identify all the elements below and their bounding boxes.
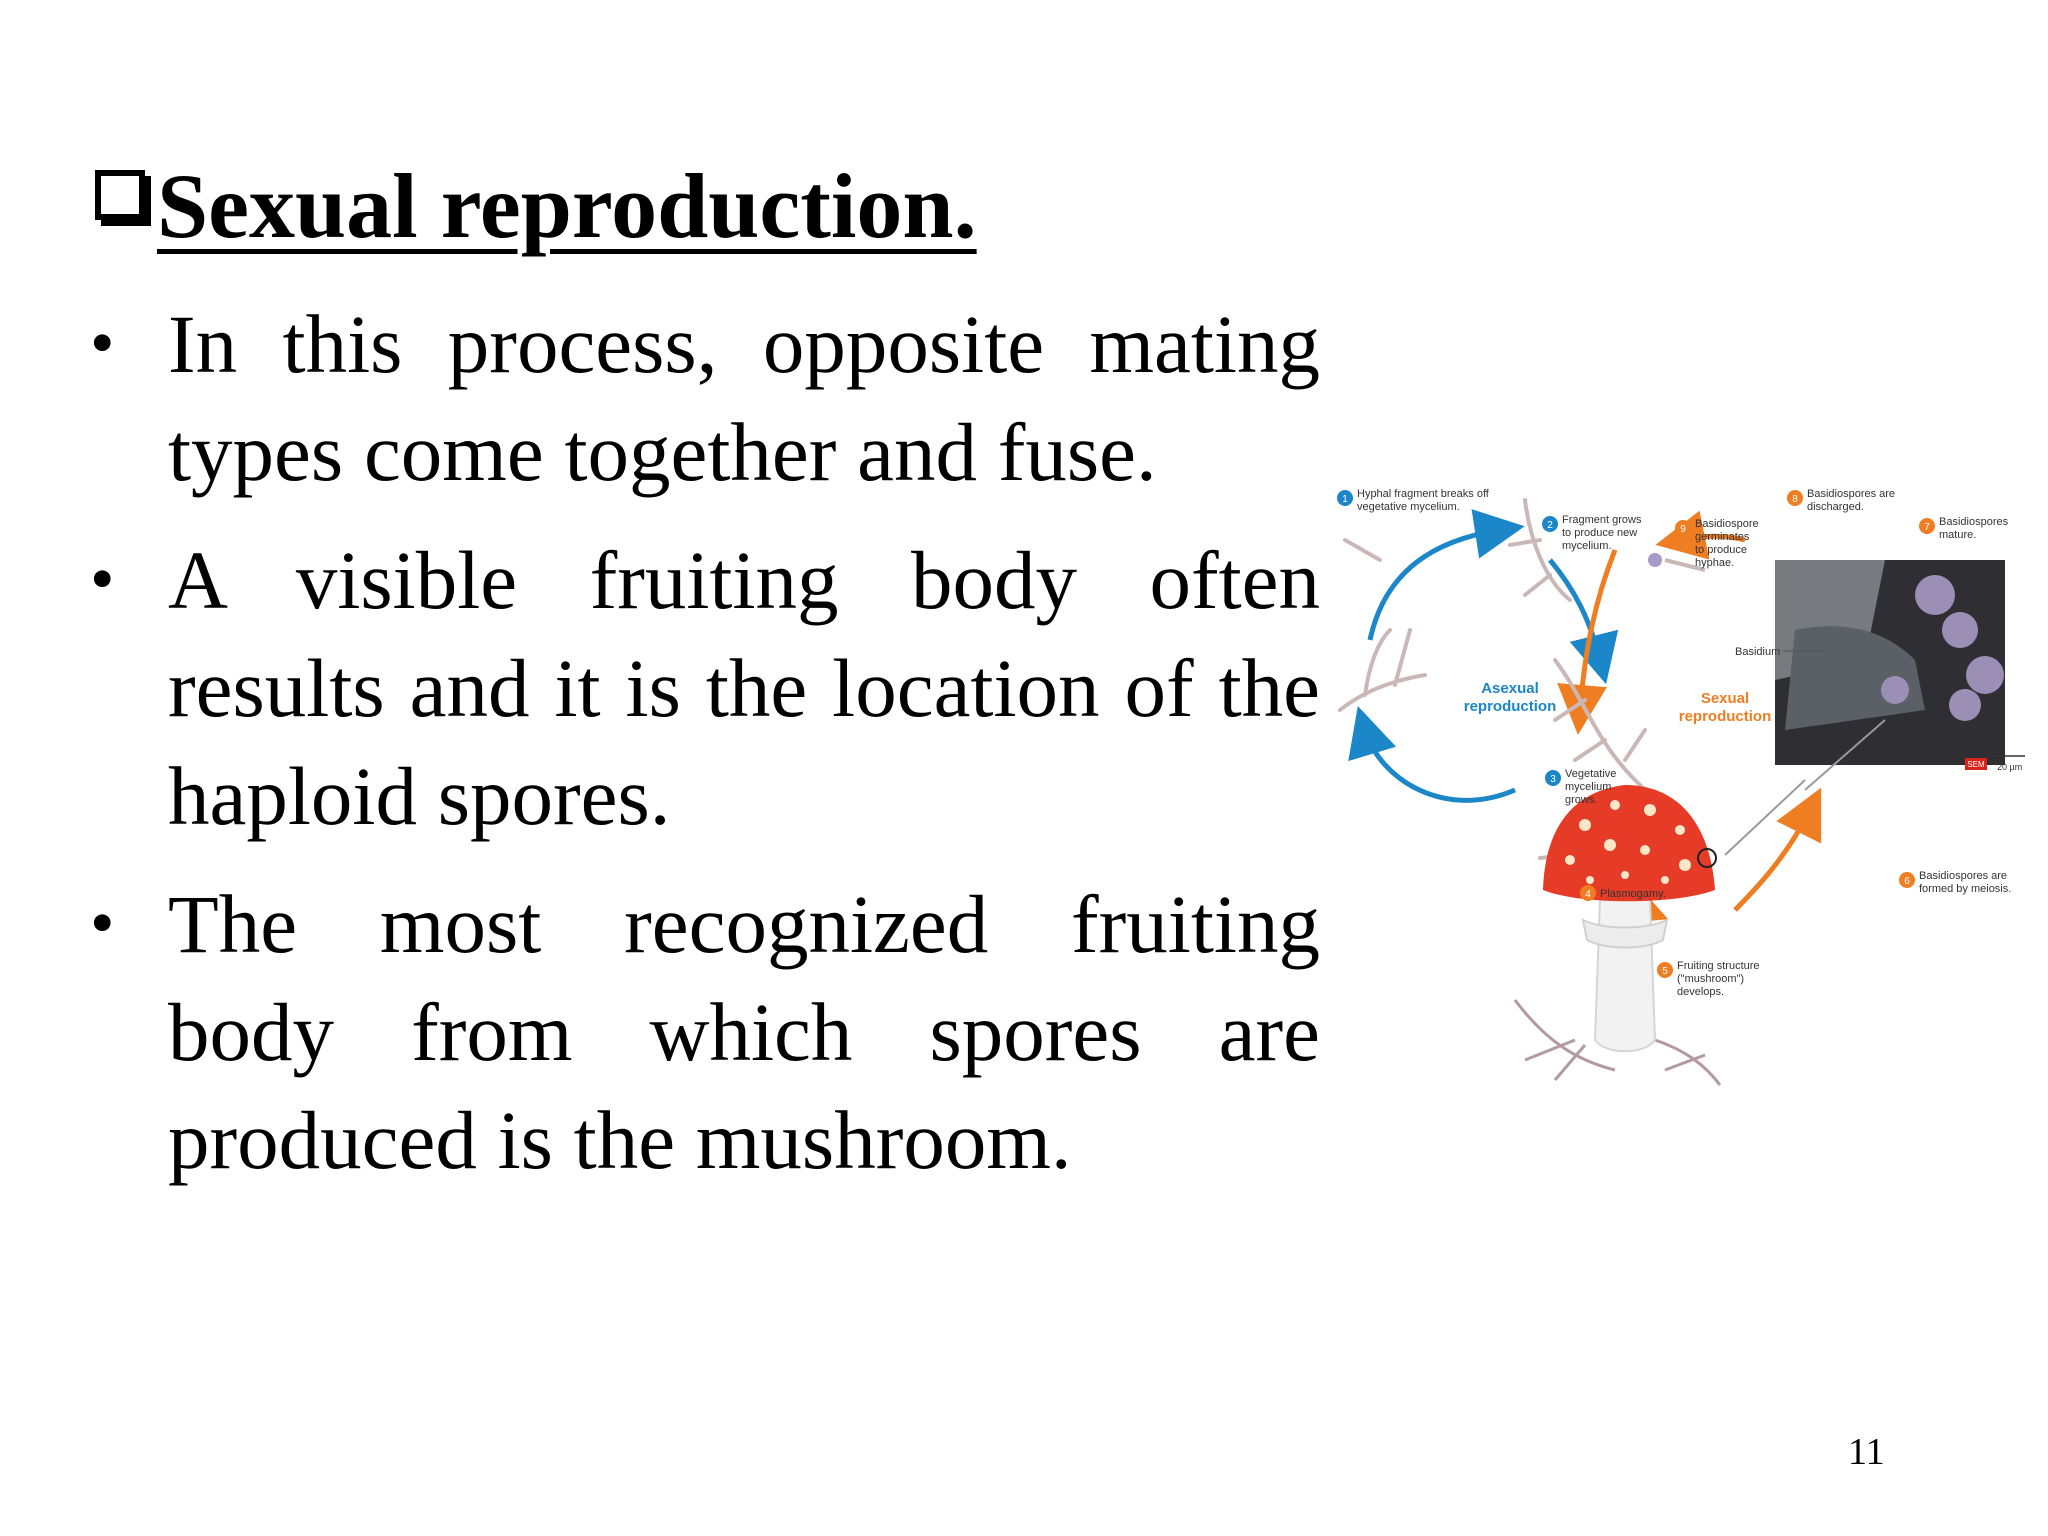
svg-text:Plasmogamy.: Plasmogamy. (1600, 888, 1666, 900)
heading-text: Sexual reproduction. (157, 155, 977, 257)
svg-text:5: 5 (1662, 966, 1668, 977)
bullet-dot-icon: • (90, 305, 115, 382)
bullet-item: • In this process, opposite mating types … (90, 290, 1320, 506)
svg-text:1: 1 (1342, 494, 1348, 505)
basidiospore-icon (1648, 553, 1662, 567)
sem-label: SEM (1967, 760, 1985, 769)
bullet-text: The most recognized fruiting body from w… (168, 878, 1320, 1186)
svg-text:7: 7 (1924, 522, 1930, 533)
slide-heading: Sexual reproduction. (95, 160, 977, 252)
svg-text:Fruiting structure("mushroom"): Fruiting structure("mushroom")develops. (1677, 960, 1760, 998)
asexual-arrow (1367, 509, 1525, 641)
svg-text:6: 6 (1904, 876, 1910, 887)
sexual-arrow (1733, 787, 1822, 912)
step-5: 5 Fruiting structure("mushroom")develops… (1657, 960, 1760, 998)
germinating-hypha (1664, 558, 1706, 572)
scale-label: 20 µm (1997, 762, 2022, 772)
asexual-arrow (1348, 706, 1516, 803)
basidium-label: Basidium (1735, 646, 1780, 658)
bullet-item: • A visible fruiting body often results a… (90, 526, 1320, 850)
bullet-text: In this process, opposite mating types c… (168, 298, 1320, 498)
bullet-text: A visible fruiting body often results an… (168, 534, 1320, 842)
page-number: 11 (1848, 1431, 1885, 1473)
sexual-arrow (1557, 549, 1618, 735)
svg-text:3: 3 (1550, 774, 1556, 785)
step-4: 4 Plasmogamy. (1580, 885, 1666, 901)
svg-text:8: 8 (1792, 494, 1798, 505)
sem-micrograph: SEM 20 µm Basidium (1724, 560, 2025, 856)
bullet-list: • In this process, opposite mating types … (90, 290, 1320, 1214)
svg-text:2: 2 (1547, 520, 1553, 531)
bullet-item: • The most recognized fruiting body from … (90, 870, 1320, 1194)
mushroom-illustration (1513, 785, 1722, 1086)
sem-badge (1965, 758, 1987, 770)
asexual-arrow (1548, 558, 1619, 685)
svg-text:9: 9 (1680, 524, 1686, 535)
checkbox-bullet-icon (95, 170, 145, 220)
svg-text:4: 4 (1585, 889, 1591, 900)
sexual-arrow (1655, 510, 1746, 560)
bullet-dot-icon: • (90, 541, 115, 618)
bullet-dot-icon: • (90, 885, 115, 962)
